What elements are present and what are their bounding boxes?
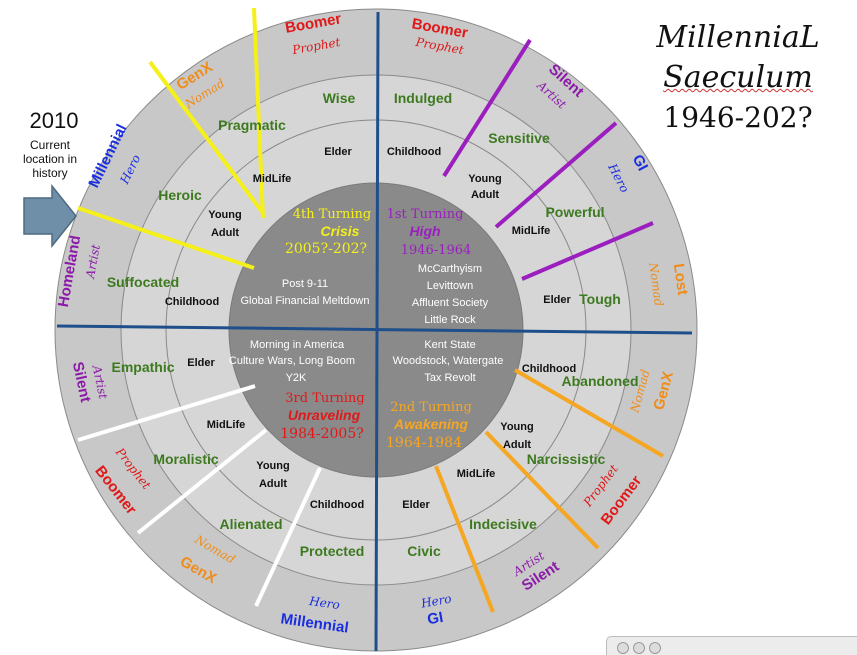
generation-q1-gi: GI	[629, 152, 651, 174]
turning-2-name: Awakening	[393, 416, 468, 432]
divider-q4-heroic	[77, 206, 255, 270]
generation-dividers	[77, 7, 665, 613]
turning-3-name: Unraveling	[288, 407, 361, 423]
title-line-3: 1946-202?	[663, 101, 813, 134]
turning-2-title: 2nd Turning	[390, 400, 472, 415]
turning-2-event-3: Tax Revolt	[424, 372, 475, 384]
stage-childhood-q4: Childhood	[165, 296, 219, 308]
turning-4-event-2: Global Financial Meltdown	[240, 295, 369, 307]
trait-moralistic: Moralistic	[153, 451, 219, 467]
turning-1-event-3: Affluent Society	[412, 297, 489, 309]
turning-1-event-2: Levittown	[427, 280, 473, 292]
trait-narcissistic: Narcissistic	[527, 451, 606, 467]
stage-childhood-q1: Childhood	[387, 146, 441, 158]
turning-4-title: 4th Turning	[293, 207, 371, 222]
stage-elder-q4: Elder	[324, 146, 352, 158]
turning-3-title: 3rd Turning	[285, 391, 364, 406]
turning-1-years: 1946-1964	[401, 243, 472, 258]
turning-3-event-1: Morning in America	[250, 339, 345, 351]
current-location-line-2: location in	[22, 152, 78, 166]
stage-young-q3: Young	[256, 460, 289, 472]
trait-indecisive: Indecisive	[469, 516, 537, 532]
turning-1-name: High	[409, 223, 440, 239]
turning-3-event-2: Culture Wars, Long Boom	[229, 355, 355, 367]
divider-q3-protected	[254, 467, 322, 607]
archetype-q2-gi: Hero	[419, 592, 452, 611]
window-titlebar-fragment	[606, 636, 857, 655]
stage-childhood-q2: Childhood	[522, 363, 576, 375]
current-location-line-1: Current	[29, 138, 70, 152]
divider-q4-pragmatic	[252, 7, 265, 219]
turning-1-title: 1st Turning	[387, 207, 464, 222]
stage-elder-q2: Elder	[402, 499, 430, 511]
trait-empathic: Empathic	[111, 359, 174, 375]
turning-4-years: 2005?-202?	[285, 241, 367, 257]
divider-q4-upper	[148, 60, 265, 215]
stage-young-q2: Young	[500, 421, 533, 433]
stage-midlife-q2: MidLife	[457, 468, 496, 480]
chart-title: MillenniaL Saeculum 1946-202?	[628, 18, 848, 138]
trait-wise: Wise	[323, 90, 356, 106]
turning-3-event-3: Y2K	[286, 372, 307, 384]
turning-1-event-4: Little Rock	[424, 314, 476, 326]
trait-alienated: Alienated	[219, 516, 282, 532]
stage-elder-q1: Elder	[543, 294, 571, 306]
trait-indulged: Indulged	[394, 90, 452, 106]
stage-adult-q3: Adult	[259, 478, 287, 490]
turning-4-event-1: Post 9-11	[282, 278, 328, 290]
divider-q1-sensitive	[442, 38, 532, 178]
stage-adult-q2: Adult	[503, 439, 531, 451]
window-close-button[interactable]	[617, 642, 629, 654]
vertical-axis	[374, 11, 380, 652]
divider-q2-narcissistic	[484, 430, 600, 550]
stage-midlife-q1: MidLife	[512, 225, 551, 237]
turning-2-event-1: Kent State	[424, 339, 475, 351]
stage-young-q1: Young	[468, 173, 501, 185]
trait-heroic: Heroic	[158, 187, 202, 203]
trait-suffocated: Suffocated	[107, 274, 179, 290]
divider-q2-indecisive	[434, 465, 495, 613]
window-minimize-button[interactable]	[633, 642, 645, 654]
stage-midlife-q3: MidLife	[207, 419, 246, 431]
current-location-arrow	[23, 183, 77, 249]
horizontal-axis	[56, 324, 693, 335]
trait-protected: Protected	[300, 543, 365, 559]
divider-q2-abandoned	[513, 368, 665, 458]
generation-q1-lost: Lost	[670, 263, 691, 297]
divider-q1-tough	[521, 221, 654, 281]
title-line-2: Saeculum	[663, 60, 813, 95]
divider-q1-powerful	[494, 121, 618, 229]
turning-4-name: Crisis	[321, 223, 360, 239]
stage-midlife-q4: MidLife	[253, 173, 292, 185]
turning-2-years: 1964-1984	[386, 435, 462, 451]
archetype-q4-homeland: Artist	[83, 243, 103, 280]
stage-childhood-q3: Childhood	[310, 499, 364, 511]
trait-abandoned: Abandoned	[562, 373, 639, 389]
stage-adult-q1: Adult	[471, 189, 499, 201]
stage-young-q4: Young	[208, 209, 241, 221]
archetype-q3-millennial: Hero	[307, 594, 340, 612]
stage-elder-q3: Elder	[187, 357, 215, 369]
current-location-line-3: history	[32, 166, 68, 180]
archetype-q1-lost: Nomad	[646, 261, 666, 308]
trait-pragmatic: Pragmatic	[218, 117, 286, 133]
divider-q3-moralistic	[77, 384, 256, 442]
trait-civic: Civic	[407, 543, 441, 559]
trait-sensitive: Sensitive	[488, 130, 550, 146]
current-year: 2010	[29, 108, 79, 133]
trait-powerful: Powerful	[545, 204, 604, 220]
turning-2-event-2: Woodstock, Watergate	[393, 355, 504, 367]
divider-q3-alienated	[136, 428, 268, 535]
generation-q2-gi: GI	[426, 609, 445, 628]
turning-3-years: 1984-2005?	[280, 426, 364, 442]
title-line-1: MillenniaL	[656, 20, 820, 55]
window-zoom-button[interactable]	[649, 642, 661, 654]
current-location-label: Current location in history	[10, 138, 90, 180]
turning-1-event-1: McCarthyism	[418, 263, 482, 275]
trait-tough: Tough	[579, 291, 621, 307]
stage-adult-q4: Adult	[211, 227, 239, 239]
